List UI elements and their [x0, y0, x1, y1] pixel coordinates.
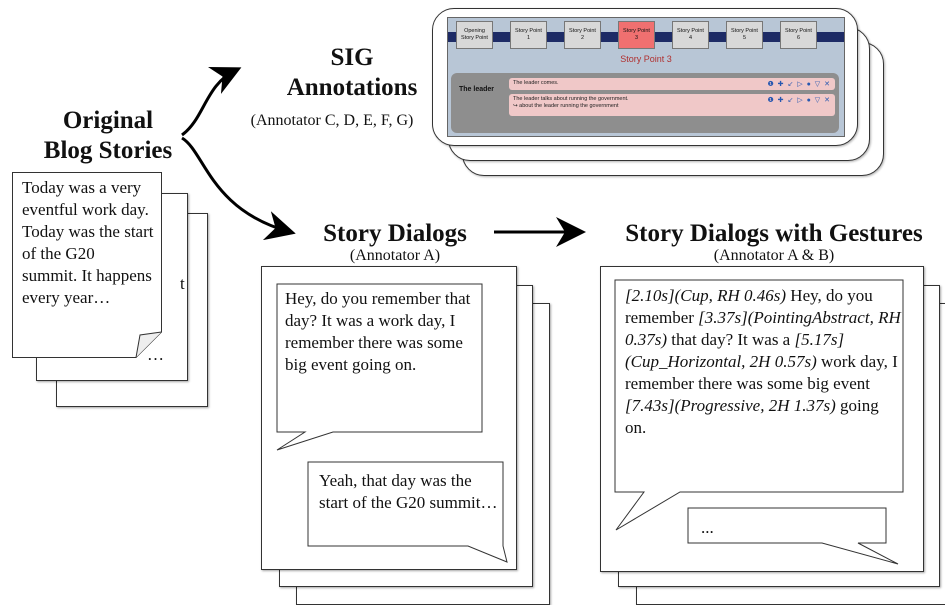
gesture-annotation: [3.37s](PointingAbstract, RH 0.37s) — [625, 308, 901, 349]
annotation-row-1-icons[interactable]: ❶ ✚ ↙ ▷ ● ▽ ✕ — [767, 81, 831, 88]
gestures-annotators: (Annotator A & B) — [713, 247, 835, 264]
dialogs-bubble-1-text: Hey, do you remember that day? It was a … — [285, 289, 471, 374]
gestures-title: Story Dialogs with Gestures — [625, 220, 923, 247]
dialogs-annotators: (Annotator A) — [349, 247, 441, 264]
story-point-button-line1: Story Point — [569, 28, 596, 34]
gesture-annotation: [2.10s](Cup, RH 0.46s) — [625, 286, 787, 305]
story-point-button-line2: Story Point — [461, 35, 488, 41]
dialogs-title: Story Dialogs — [323, 220, 467, 247]
dialog-text-segment: work day, I remember there was some big … — [625, 352, 898, 393]
gesture-annotation: [7.43s](Progressive, 2H 1.37s) — [625, 396, 836, 415]
gestures-page-front: [2.10s](Cup, RH 0.46s) Hey, do you remem… — [600, 266, 924, 572]
dialogs-page-front: Hey, do you remember that day? It was a … — [261, 266, 517, 570]
annotation-row-2-icons[interactable]: ❶ ✚ ↙ ▷ ● ▽ ✕ — [767, 97, 831, 104]
gestures-bubbles — [614, 279, 904, 565]
annotation-row-2-subtext: ↪ about the leader running the governmen… — [513, 103, 619, 109]
sig-title: SIG Annotations — [262, 43, 442, 103]
story-point-button-line2: 4 — [688, 35, 693, 41]
original-page-front: Today was a very eventful work day. Toda… — [12, 172, 162, 358]
annotation-row-1[interactable]: The leader comes. ❶ ✚ ↙ ▷ ● ▽ ✕ — [509, 78, 835, 90]
original-page-ellipsis: … — [147, 345, 164, 364]
story-point-button-line2: 6 — [796, 35, 801, 41]
story-point-button-line1: Story Point — [677, 28, 704, 34]
annotation-row-2-text: The leader talks about running the gover… — [513, 96, 629, 102]
story-point-button-line1: Story Point — [515, 28, 542, 34]
dialog-text-segment: going on. — [625, 396, 879, 437]
sig-title-line1: SIG — [330, 44, 374, 71]
original-title-line1: Original — [62, 107, 154, 134]
gestures-bubble-2-text: ... — [701, 518, 714, 537]
dialogs-bubbles — [276, 283, 508, 563]
dialog-text-segment: that day? It was a — [667, 330, 795, 349]
gesture-annotation: [5.17s](Cup_Horizontal, 2H 0.57s) — [625, 330, 845, 371]
original-title-line2: Blog Stories — [43, 137, 173, 164]
original-page-outline — [12, 172, 162, 358]
entity-label: The leader — [459, 86, 495, 93]
sig-annotators: (Annotator C, D, E, F, G) — [250, 112, 414, 129]
story-point-button-line1: Story Point — [731, 28, 758, 34]
original-story-text: Today was a very eventful work day. Toda… — [22, 178, 154, 307]
story-point-button-line1: Story Point — [785, 28, 812, 34]
story-point-button-line1: Opening — [464, 28, 485, 34]
annotation-row-1-text: The leader comes. — [513, 80, 559, 86]
sig-title-line2: Annotations — [286, 74, 418, 101]
story-point-button-line2: 1 — [526, 35, 531, 41]
story-point-button-line1: Story Point — [623, 28, 650, 34]
gestures-bubble-1-text: [2.10s](Cup, RH 0.46s) Hey, do you remem… — [625, 285, 903, 439]
story-point-button-line2: 3 — [634, 35, 639, 41]
annotation-panel: The leader The leader comes. ❶ ✚ ↙ ▷ ● ▽… — [451, 73, 839, 133]
original-title: Original Blog Stories — [18, 106, 198, 166]
story-point-button-line2: 2 — [580, 35, 585, 41]
annotation-row-2[interactable]: The leader talks about running the gover… — [509, 94, 835, 116]
current-story-point-title: Story Point 3 — [620, 54, 672, 64]
story-point-button-line2: 5 — [742, 35, 747, 41]
original-page-peek: t — [180, 274, 185, 293]
dialogs-bubble-2-text: Yeah, that day was the start of the G20 … — [319, 471, 498, 512]
dialog-text-segment: Hey, do you remember — [625, 286, 873, 327]
